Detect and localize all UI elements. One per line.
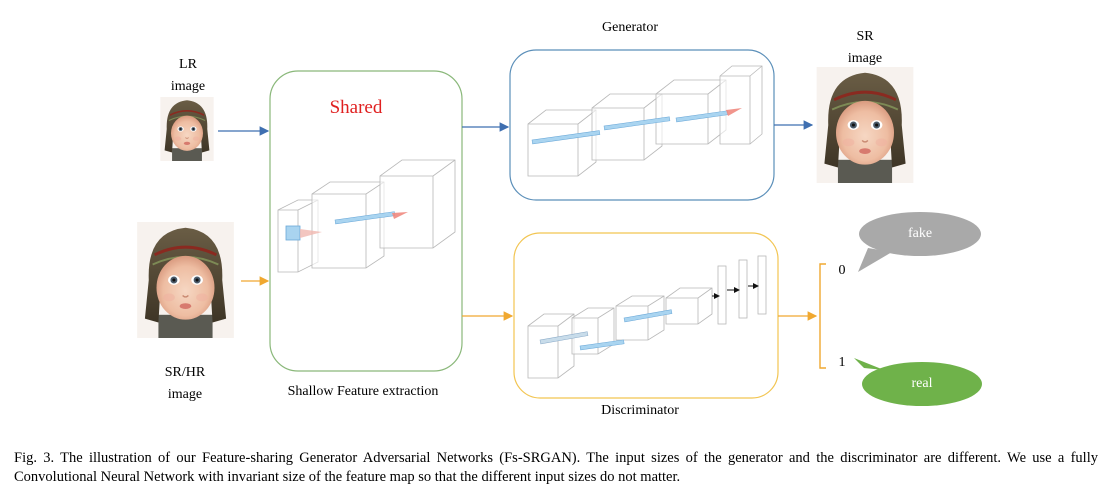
sr-label: SR image <box>835 26 895 70</box>
lr-label-line1: LR <box>179 57 197 72</box>
discriminator-kernels <box>539 283 759 351</box>
sr-label-line1: SR <box>856 29 874 44</box>
sr-label-line2: image <box>847 51 883 66</box>
fake-bubble <box>858 212 981 272</box>
real-label: real <box>911 376 933 391</box>
output-one-label: 1 <box>838 355 846 370</box>
real-bubble <box>854 358 982 406</box>
output-zero-label: 0 <box>838 263 846 278</box>
shared-kernels <box>285 211 408 241</box>
sr-image <box>815 67 915 183</box>
shared-block <box>269 70 463 372</box>
generator-kernels <box>531 108 742 145</box>
srhr-image <box>135 222 236 338</box>
shared-label: Shared <box>329 97 383 118</box>
fake-label: fake <box>907 226 933 241</box>
discriminator-label: Discriminator <box>601 403 679 418</box>
figure-caption: Fig. 3. The illustration of our Feature-… <box>14 450 1098 485</box>
srhr-label-line1: SR/HR <box>164 365 206 380</box>
generator-label: Generator <box>602 20 658 35</box>
shallow-feature-label: Shallow Feature extraction <box>287 384 439 399</box>
srhr-label-line2: image <box>167 387 203 402</box>
lr-label-line2: image <box>170 79 206 94</box>
srhr-label: SR/HR image <box>150 362 220 406</box>
output-bracket <box>819 263 826 369</box>
lr-label: LR image <box>160 54 216 98</box>
shared-layers <box>277 159 456 273</box>
lr-image <box>160 97 214 161</box>
